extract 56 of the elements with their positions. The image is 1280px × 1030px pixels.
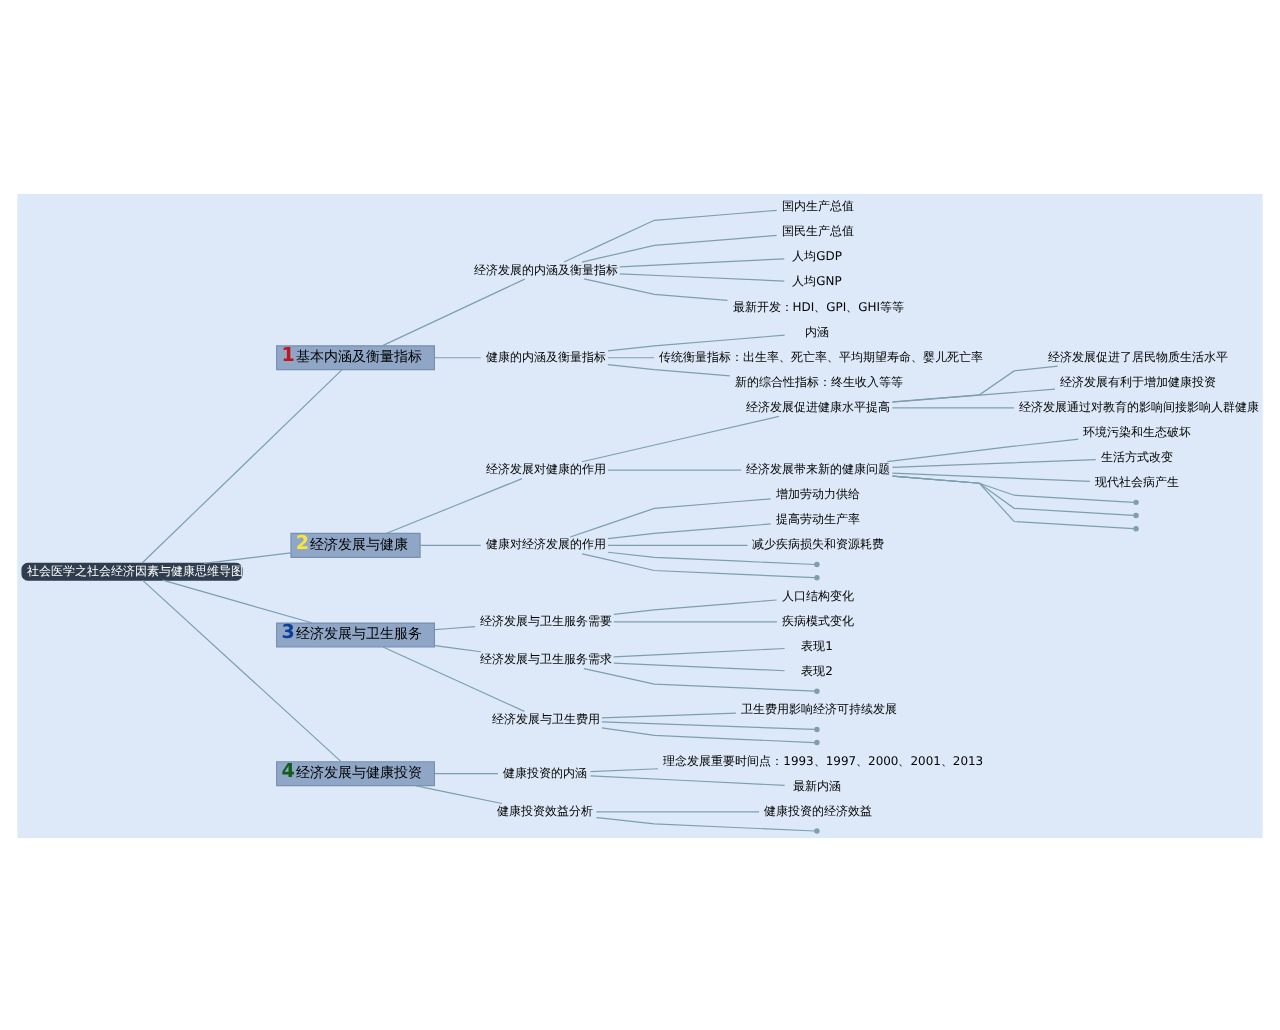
node-point — [1133, 511, 1139, 518]
node-point — [1133, 498, 1139, 505]
connector — [891, 387, 1056, 402]
node-point — [814, 560, 820, 567]
connector — [601, 726, 816, 743]
connector — [583, 277, 729, 300]
connector — [595, 815, 816, 831]
connector — [619, 272, 785, 281]
connector — [613, 646, 786, 657]
connector — [434, 356, 482, 358]
connector — [589, 767, 659, 772]
node-point — [1133, 524, 1139, 531]
connector — [434, 625, 476, 630]
node-point — [814, 573, 820, 580]
connector — [434, 643, 482, 652]
connector — [891, 458, 1097, 467]
connector — [162, 578, 313, 623]
connector — [434, 772, 499, 774]
connector — [607, 333, 786, 351]
connector — [583, 666, 816, 691]
node-point — [814, 687, 820, 693]
connector — [607, 363, 731, 376]
connector — [607, 468, 742, 470]
connector — [414, 784, 503, 804]
connector — [581, 414, 780, 462]
connector — [569, 497, 772, 537]
connector — [142, 578, 342, 761]
connector — [607, 522, 772, 539]
connector — [619, 257, 785, 267]
node-point — [814, 725, 820, 732]
connector — [601, 711, 737, 718]
connector — [382, 645, 525, 711]
connector — [613, 620, 778, 622]
connector — [892, 364, 1059, 402]
connector — [382, 277, 526, 346]
connector — [891, 471, 1091, 481]
connector — [595, 810, 760, 812]
connector — [607, 550, 816, 565]
connector — [386, 477, 523, 533]
connector — [581, 233, 778, 262]
connector — [613, 598, 778, 614]
connector — [891, 406, 1015, 408]
connector — [886, 437, 1079, 462]
connector — [607, 356, 655, 358]
node-point — [814, 738, 820, 745]
connector — [589, 774, 786, 785]
connector — [607, 543, 749, 545]
connector — [613, 661, 786, 671]
connector — [141, 368, 343, 563]
connector — [601, 720, 815, 729]
connector — [203, 551, 292, 563]
node-point — [814, 827, 820, 833]
connector — [419, 543, 482, 545]
connector — [892, 474, 1135, 529]
connector — [563, 208, 778, 262]
connector — [581, 552, 816, 578]
